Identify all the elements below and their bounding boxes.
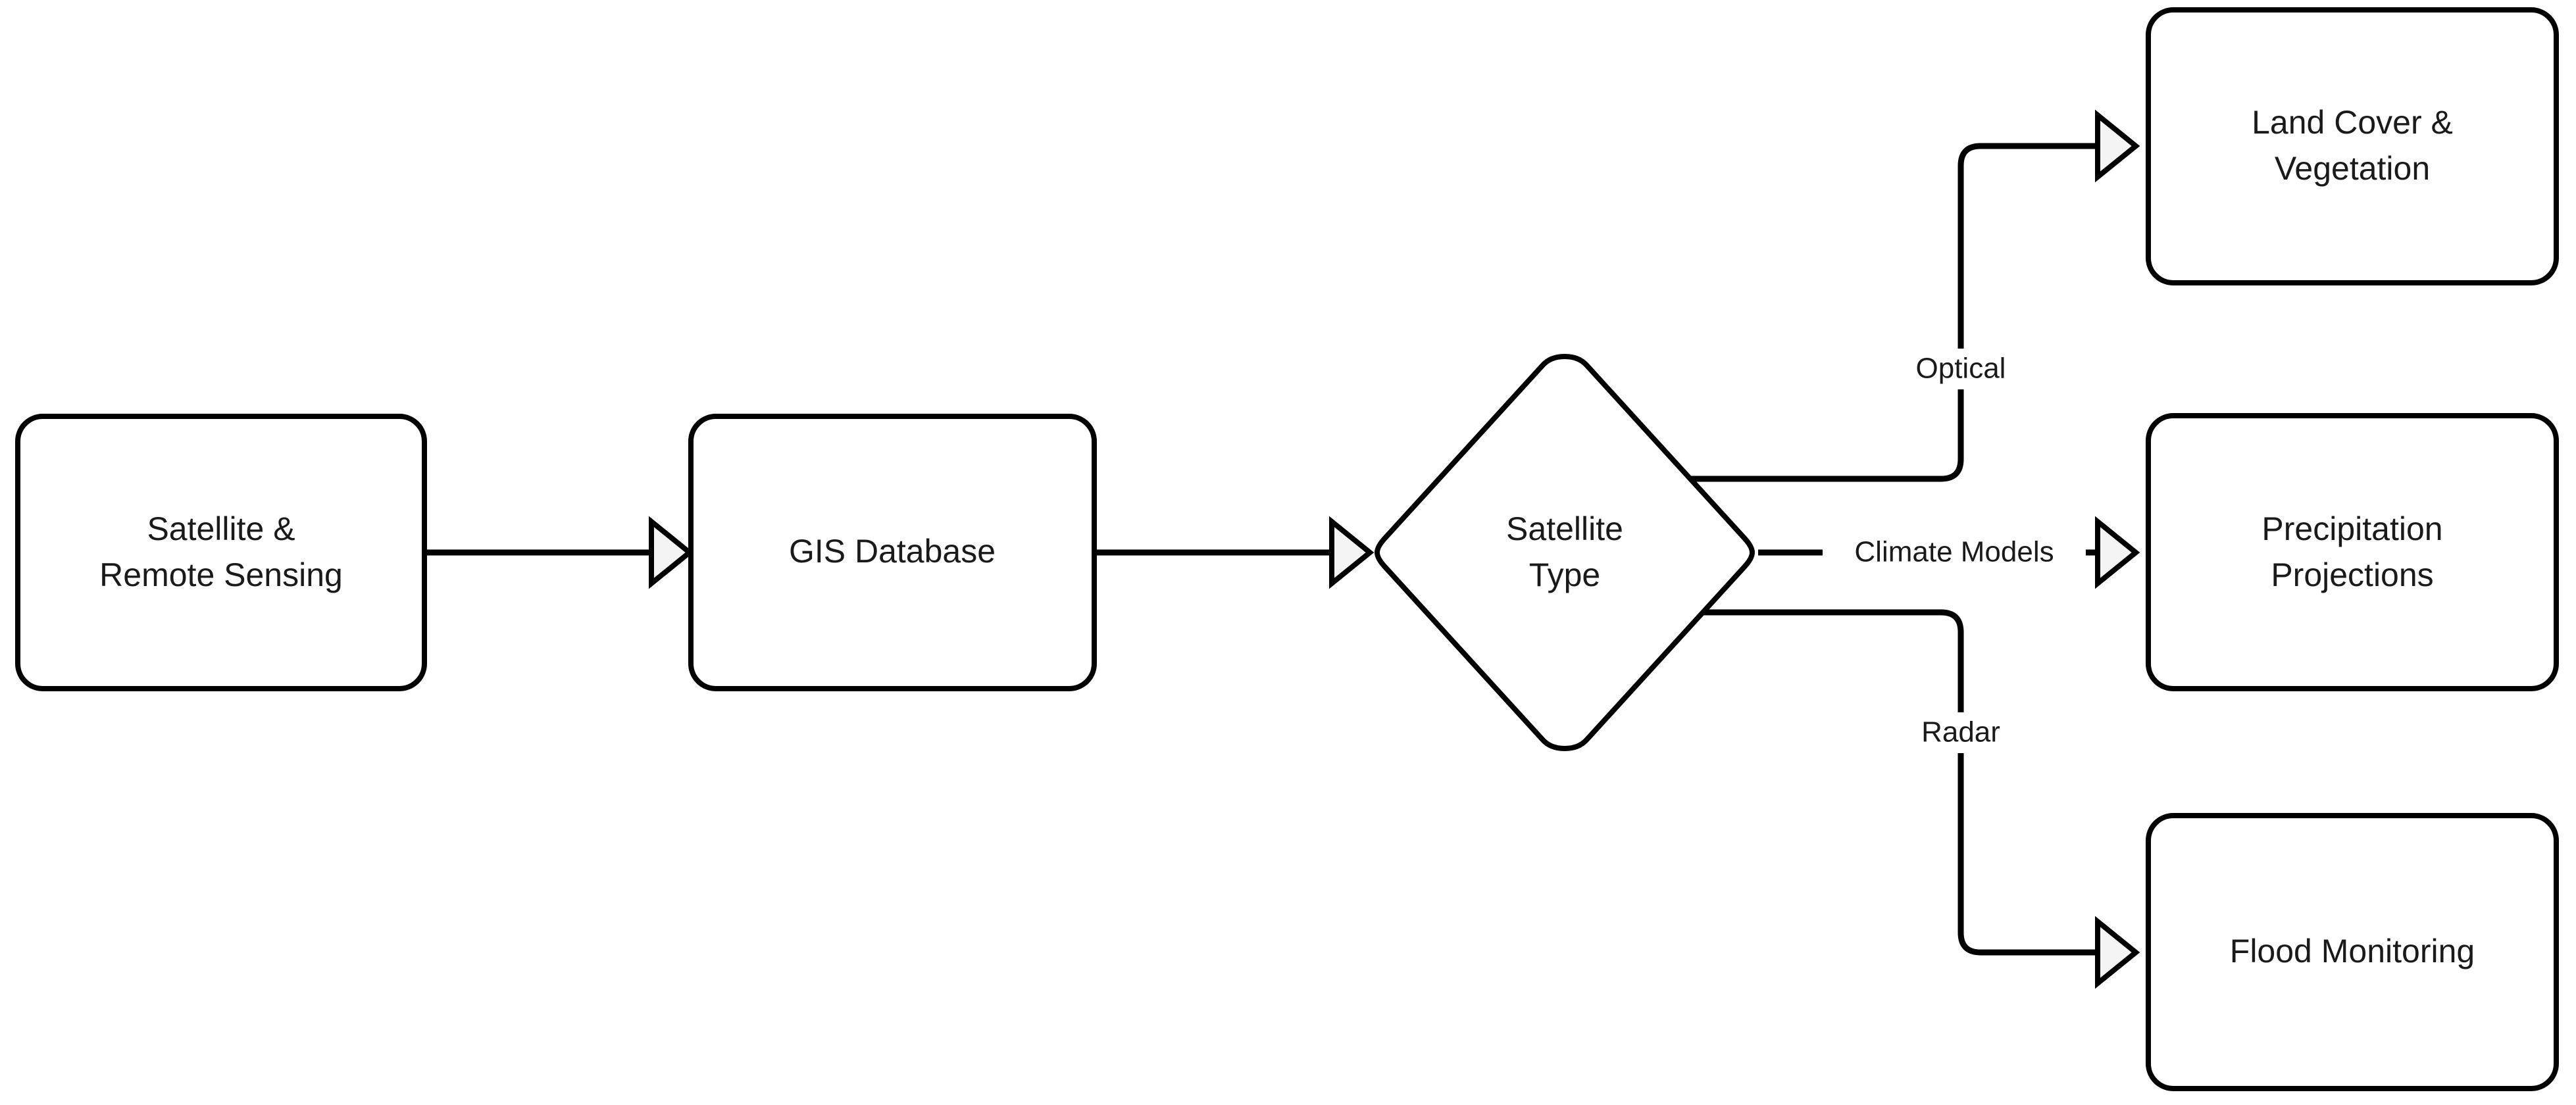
node-satellite-type[interactable]: Satellite Type [1374,353,1755,752]
node-label-line2: Vegetation [2275,150,2430,187]
node-shape-rounded-rect [688,414,1097,691]
node-gis-database[interactable]: GIS Database [688,414,1097,691]
node-shape-rounded-rect [2146,813,2559,1091]
arrowhead-icon [649,516,694,589]
node-label-line1: GIS Database [789,533,996,570]
node-land-cover-vegetation[interactable]: Land Cover & Vegetation [2146,7,2559,285]
edge-satellite-type-to-precipitation[interactable]: Climate Models [1758,516,2140,589]
node-label-line1: Satellite [1506,510,1623,547]
node-label-line1: Land Cover & [2252,104,2453,141]
edge-gis-to-satellite-type[interactable] [1094,516,1375,589]
edge-label-backdrop [1903,349,2019,389]
node-satellite-remote-sensing[interactable]: Satellite & Remote Sensing [15,414,427,691]
edge-line [1686,609,2096,956]
node-shape-rounded-rect [15,414,427,691]
edge-label-optical: Optical [1916,353,2006,385]
node-shape-rounded-rect [2146,413,2559,691]
arrowhead-icon [2095,916,2140,989]
node-label-line1: Satellite & [147,510,295,547]
edge-satellite-to-gis[interactable] [424,516,694,589]
edge-satellite-type-to-land-cover[interactable]: Optical [1686,109,2140,482]
edge-label-backdrop [1908,712,2013,753]
node-label-line1: Flood Monitoring [2230,933,2475,970]
arrowhead-icon [2095,516,2140,589]
node-label-line2: Type [1529,556,1600,593]
edge-label-radar: Radar [1921,716,2000,749]
node-flood-monitoring[interactable]: Flood Monitoring [2146,813,2559,1091]
edge-label-climate-models: Climate Models [1854,536,2054,568]
node-label-line2: Remote Sensing [99,556,343,593]
node-shape-diamond [1374,353,1755,752]
edge-label-backdrop [1823,532,2086,573]
edge-satellite-type-to-flood-monitoring[interactable]: Radar [1686,609,2140,989]
arrowhead-icon [1329,516,1375,589]
arrowhead-icon [2095,109,2140,183]
node-precipitation-projections[interactable]: Precipitation Projections [2146,413,2559,691]
node-label-line2: Projections [2271,556,2433,593]
node-label-line1: Precipitation [2261,510,2442,547]
edge-line [1686,143,2096,482]
node-shape-rounded-rect [2146,7,2559,285]
